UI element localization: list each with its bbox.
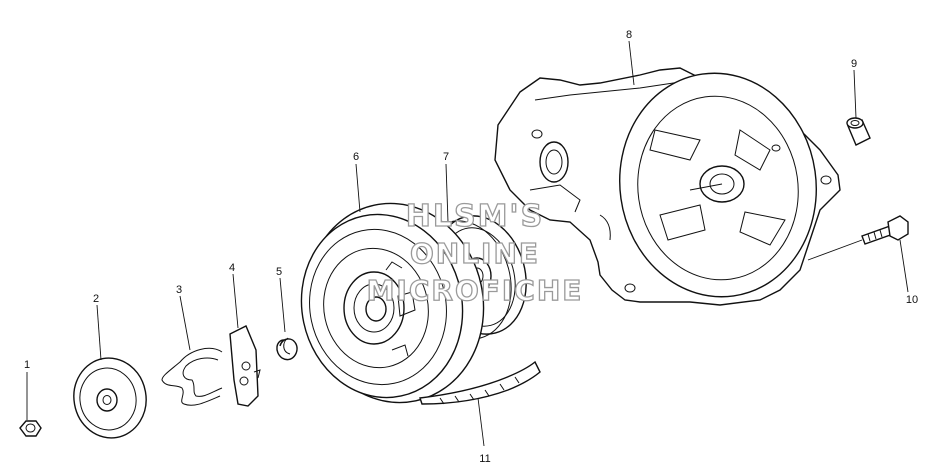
part-10-bolt [861, 215, 909, 245]
leader-line-4 [232, 273, 239, 329]
leader-line-9 [853, 69, 857, 119]
callout-11: 11 [479, 453, 490, 465]
watermark: HLSM'S ONLINE MICROFICHE [366, 198, 584, 307]
leader-lines [26, 40, 909, 447]
callout-10: 10 [906, 294, 918, 306]
callout-9: 9 [851, 58, 857, 70]
callout-6: 6 [353, 151, 359, 163]
watermark-line-3: MICROFICHE [367, 274, 584, 307]
leader-line-7 [445, 163, 449, 223]
leader-line-8 [628, 40, 635, 86]
part-11-starter-rope [419, 360, 541, 405]
part-4-pawl [229, 325, 261, 407]
watermark-line-1: HLSM'S [406, 199, 544, 234]
leader-line-3 [179, 295, 191, 351]
callout-1: 1 [24, 359, 30, 371]
leader-line-6 [355, 163, 361, 213]
part-2-friction-plate [73, 357, 147, 439]
callout-5: 5 [276, 266, 282, 278]
leader-line-11 [477, 397, 485, 447]
callout-labels: 1 2 3 4 5 6 7 8 9 10 11 [24, 29, 918, 465]
callout-8: 8 [626, 29, 632, 41]
callout-4: 4 [229, 262, 235, 274]
leader-line-5 [279, 277, 286, 333]
part-9-bushing [846, 117, 871, 146]
part-8-starter-housing [494, 67, 841, 306]
leader-line-2 [96, 304, 102, 361]
callout-3: 3 [176, 284, 182, 296]
part-5-spring [276, 337, 298, 361]
leader-line-10b [807, 239, 863, 261]
callout-7: 7 [443, 151, 449, 163]
part-1-nut [19, 420, 42, 437]
leader-line-10 [899, 239, 909, 293]
part-6-pulley [300, 202, 485, 404]
watermark-line-2: ONLINE [410, 237, 540, 270]
callout-2: 2 [93, 293, 99, 305]
part-3-clip [161, 347, 223, 406]
